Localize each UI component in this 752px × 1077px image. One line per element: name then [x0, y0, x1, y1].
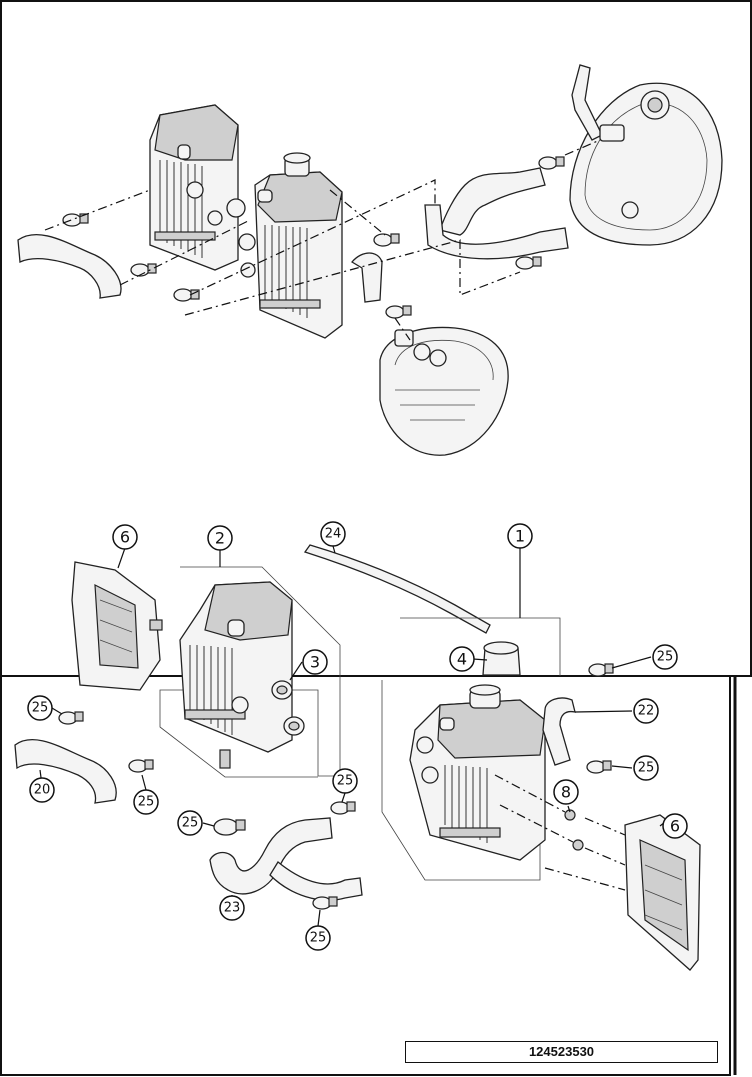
callout-25-c: 25: [27, 695, 53, 721]
callout-8-label: 8: [561, 783, 571, 802]
callout-25-b: 25: [633, 755, 659, 781]
callout-6-right-label: 6: [670, 817, 680, 836]
overview-right-radiator: [238, 152, 343, 339]
callout-24-label: 24: [325, 527, 342, 542]
callout-20: 20: [29, 777, 55, 803]
callout-24: 24: [320, 521, 346, 547]
clamps-left: [58, 711, 154, 773]
callout-bracket-2: [159, 566, 341, 778]
callout-23: 23: [219, 895, 245, 921]
overflow-hose: [303, 544, 491, 634]
hose-22: [542, 697, 576, 766]
callout-25-f-label: 25: [337, 774, 354, 789]
radiator-cap: [482, 641, 521, 676]
callout-8: 8: [553, 779, 579, 805]
overview-cylinder-head: [379, 326, 509, 456]
radiator-left: [179, 581, 293, 769]
callout-25-e-label: 25: [182, 816, 199, 831]
upper-frame: [0, 0, 752, 677]
callout-25-c-label: 25: [32, 701, 49, 716]
callout-6-left-label: 6: [120, 528, 130, 547]
overview-assembly: [17, 64, 723, 456]
callout-4-label: 4: [457, 650, 467, 669]
callout-25-f: 25: [332, 768, 358, 794]
callout-6-left: 6: [112, 524, 138, 550]
overview-upper-hose: [439, 167, 546, 236]
callout-1: 1: [507, 523, 533, 549]
overview-left-hose: [17, 234, 122, 299]
callout-25-b-label: 25: [638, 761, 655, 776]
shroud-right: [624, 814, 701, 971]
callout-4: 4: [449, 646, 475, 672]
clamps-bottom: [213, 801, 356, 910]
callout-25-d: 25: [133, 789, 159, 815]
document-number: 124523530: [405, 1041, 718, 1063]
overview-water-pump-cover: [569, 64, 723, 246]
callout-22: 22: [633, 698, 659, 724]
hose-23: [209, 817, 333, 895]
callout-1-label: 1: [515, 527, 525, 546]
overview-clamps: [62, 156, 565, 319]
shroud-left: [71, 561, 163, 691]
callout-bracket-1: [381, 617, 561, 881]
overview-engine-hose: [351, 252, 383, 303]
hose-20: [14, 739, 117, 804]
overview-left-radiator: [149, 104, 246, 271]
leader-lines: [39, 545, 666, 927]
radiator-right: [409, 684, 546, 861]
callout-6-right: 6: [662, 813, 688, 839]
hose-23-branch: [269, 861, 363, 901]
clamps-right: [586, 663, 614, 774]
callout-25-g: 25: [305, 925, 331, 951]
callout-25-e: 25: [177, 810, 203, 836]
callout-22-label: 22: [638, 704, 655, 719]
overview-lower-hose: [424, 204, 569, 260]
callout-20-label: 20: [34, 783, 51, 798]
callout-23-label: 23: [224, 901, 241, 916]
callout-2-label: 2: [215, 529, 225, 548]
callout-25-d-label: 25: [138, 795, 155, 810]
callout-2: 2: [207, 525, 233, 551]
callout-25-a-label: 25: [657, 650, 674, 665]
callout-3: 3: [302, 649, 328, 675]
bolts: [494, 774, 626, 891]
overview-dash-lines: [44, 139, 601, 341]
callout-25-g-label: 25: [310, 931, 327, 946]
callout-3-label: 3: [310, 653, 320, 672]
lower-frame: [0, 676, 731, 1076]
grommets: [271, 680, 305, 736]
callout-25-a: 25: [652, 644, 678, 670]
